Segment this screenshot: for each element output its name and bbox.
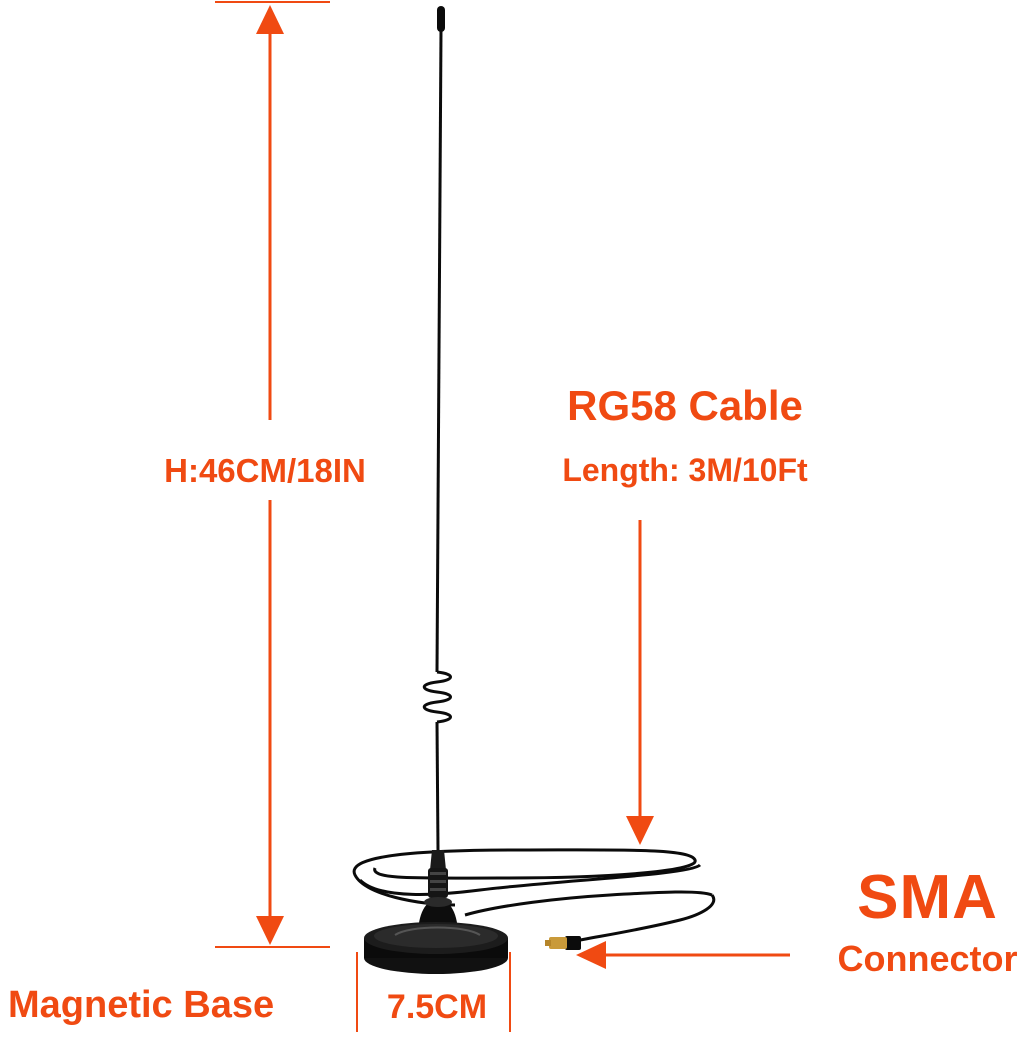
cable-arrow-head bbox=[626, 816, 654, 845]
magnetic-base-icon bbox=[364, 922, 508, 974]
connector-arrow-head bbox=[576, 941, 606, 969]
height-arrow-down bbox=[256, 916, 284, 945]
height-label: H:46CM/18IN bbox=[164, 452, 366, 489]
antenna-whip-icon bbox=[422, 6, 452, 851]
base-width-label: 7.5CM bbox=[386, 988, 488, 1026]
sma-connector-icon bbox=[545, 936, 581, 950]
connector-title: SMA bbox=[857, 863, 998, 932]
magnetic-base-label: Magnetic Base bbox=[8, 984, 275, 1026]
height-arrow-up bbox=[256, 5, 284, 34]
rg58-cable bbox=[352, 848, 716, 944]
cable-length-label: Length: 3M/10Ft bbox=[562, 452, 808, 488]
connector-subtitle: Connector bbox=[837, 938, 1018, 979]
cable-title: RG58 Cable bbox=[567, 382, 803, 429]
